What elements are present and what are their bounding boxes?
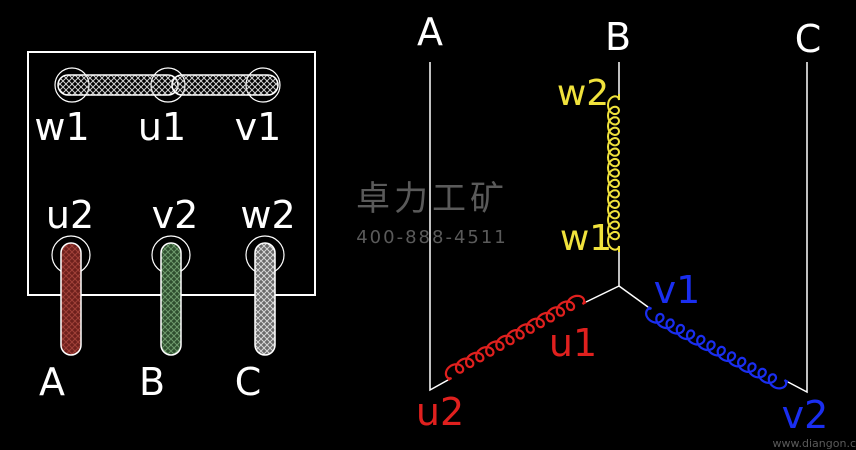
winding-label-u2: u2 [416, 390, 464, 434]
star-leg-u [585, 285, 620, 303]
terminal-label-w1: w1 [34, 105, 89, 149]
lead-C [254, 242, 276, 356]
star-diagram: A B C w2 w1 u1 u2 v1 v2 [416, 10, 828, 437]
coil-v [644, 306, 789, 390]
lead-A [60, 242, 82, 356]
watermark-url: www.diangon.c [773, 437, 856, 450]
terminal-label-u2: u2 [46, 193, 94, 237]
winding-label-v2: v2 [782, 393, 829, 437]
lead-label-A: A [39, 360, 65, 404]
terminal-box: w1 u1 v1 u2 v2 w2 [27, 51, 316, 296]
terminal-label-v2: v2 [152, 193, 199, 237]
coil-w [606, 94, 621, 252]
coil-u [444, 294, 587, 381]
terminal-label-v1: v1 [235, 105, 282, 149]
shorting-link-w1-u1 [57, 74, 179, 96]
lead-B [160, 242, 182, 356]
terminal-label-w2: w2 [240, 193, 295, 237]
line-label-C: C [795, 17, 822, 61]
winding-label-w1: w1 [560, 218, 612, 259]
wire-C [787, 62, 808, 394]
shorting-link-u1-v1 [171, 74, 279, 96]
watermark-cn: 卓力工矿 [356, 179, 508, 219]
lead-label-B: B [139, 360, 165, 404]
line-label-B: B [605, 15, 631, 59]
watermark-phone: 400-888-4511 [356, 227, 508, 248]
star-leg-v [618, 285, 649, 308]
wire-A [429, 62, 449, 392]
lead-label-C: C [235, 360, 262, 404]
winding-label-w2: w2 [557, 73, 609, 114]
supply-leads: A B C [39, 242, 276, 404]
line-label-A: A [417, 10, 443, 54]
watermark: 卓力工矿 400-888-4511 www.diangon.c [356, 179, 856, 450]
winding-label-v1: v1 [654, 268, 701, 312]
terminal-label-u1: u1 [138, 105, 186, 149]
winding-label-u1: u1 [549, 321, 597, 365]
